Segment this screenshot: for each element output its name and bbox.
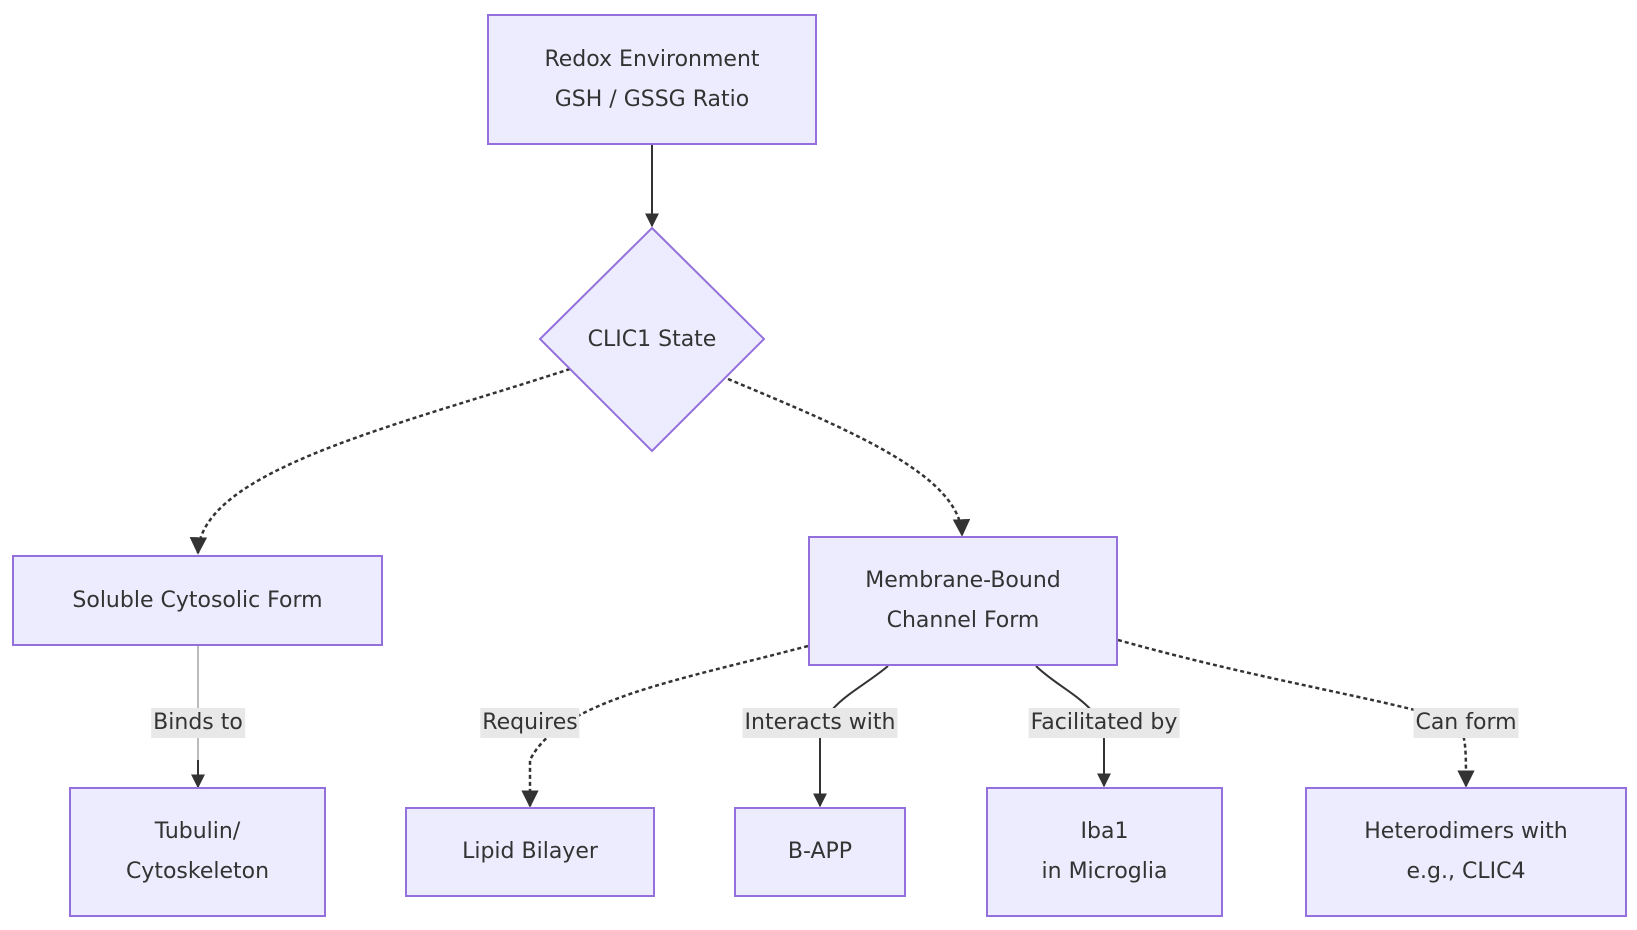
node-membrane-line1: Membrane-Bound: [865, 568, 1061, 593]
node-clic1-label: CLIC1 State: [587, 326, 717, 352]
node-lipid-label: Lipid Bilayer: [462, 839, 598, 864]
edge-label-requires: Requires: [480, 708, 580, 738]
node-soluble-cytosolic-form: Soluble Cytosolic Form: [12, 555, 383, 646]
node-heterodimers: Heterodimers with e.g., CLIC4: [1305, 787, 1627, 917]
edge-membrane-to-hetero: [1117, 638, 1475, 788]
edge-clic1-to-membrane: [727, 377, 971, 537]
edge-label-can-form: Can form: [1413, 708, 1519, 738]
node-tubulin-line1: Tubulin/: [154, 819, 241, 844]
edge-clic1-to-soluble: [189, 367, 571, 555]
node-hetero-line2: e.g., CLIC4: [1406, 859, 1526, 884]
node-lipid-bilayer: Lipid Bilayer: [405, 807, 655, 897]
node-tubulin-cytoskeleton: Tubulin/ Cytoskeleton: [69, 787, 326, 917]
node-membrane-line2: Channel Form: [886, 608, 1040, 633]
node-bapp-label: B-APP: [787, 839, 853, 864]
node-clic1-state: CLIC1 State: [540, 227, 764, 451]
edge-label-facilitated-by: Facilitated by: [1028, 708, 1180, 738]
node-iba1-line1: Iba1: [1080, 819, 1129, 844]
node-hetero-line1: Heterodimers with: [1364, 819, 1568, 844]
node-membrane-bound-channel-form: Membrane-Bound Channel Form: [808, 536, 1118, 666]
clic1-diamond-shape: [538, 226, 766, 453]
edge-label-binds-to: Binds to: [151, 708, 245, 738]
edge-membrane-to-lipid: [521, 644, 809, 808]
node-iba1-line2: in Microglia: [1041, 859, 1168, 884]
edge-label-interacts-with: Interacts with: [742, 708, 898, 738]
node-iba1-microglia: Iba1 in Microglia: [986, 787, 1223, 917]
node-redox-environment: Redox Environment GSH / GSSG Ratio: [487, 14, 817, 145]
node-redox-line2: GSH / GSSG Ratio: [554, 86, 750, 112]
node-tubulin-line2: Cytoskeleton: [125, 859, 270, 884]
node-soluble-label: Soluble Cytosolic Form: [72, 587, 323, 613]
node-redox-line1: Redox Environment: [544, 46, 760, 72]
node-b-app: B-APP: [734, 807, 906, 897]
